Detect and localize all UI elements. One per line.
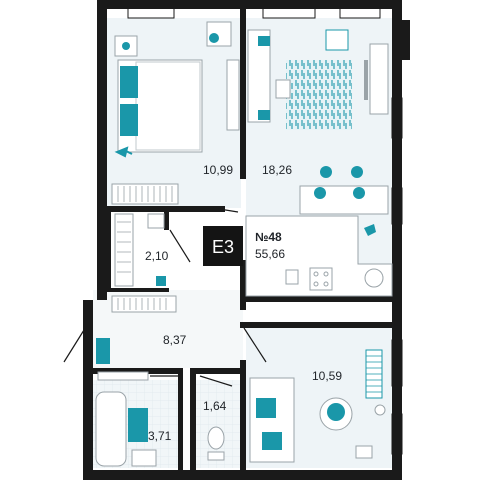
wall bbox=[190, 368, 240, 374]
window bbox=[339, 7, 381, 19]
washing-machine-icon bbox=[147, 213, 165, 229]
stove-icon bbox=[309, 267, 333, 291]
shelf bbox=[114, 213, 134, 287]
toilet-icon bbox=[207, 426, 225, 450]
bench bbox=[97, 371, 149, 381]
bathtub-icon bbox=[95, 391, 127, 467]
toy-icon bbox=[355, 445, 373, 459]
living-furniture bbox=[245, 29, 393, 297]
bedroom2-furniture bbox=[249, 349, 386, 463]
apartment-badge: E3 №48 55,66 bbox=[203, 226, 285, 266]
room-area-bathroom: 3,71 bbox=[148, 429, 172, 443]
wall bbox=[178, 374, 183, 470]
tv-stand bbox=[369, 43, 389, 115]
dining-bench bbox=[299, 185, 389, 215]
sofa bbox=[247, 29, 271, 123]
cushion bbox=[258, 36, 270, 46]
pillow bbox=[120, 104, 138, 136]
kettle-icon bbox=[285, 269, 299, 285]
wardrobe-furniture bbox=[114, 213, 166, 287]
armchair bbox=[325, 29, 349, 51]
walls bbox=[83, 0, 410, 480]
bath-mat bbox=[128, 408, 148, 442]
wall bbox=[97, 0, 107, 300]
door-bedroom2 bbox=[243, 327, 267, 363]
blanket bbox=[262, 432, 282, 450]
doors bbox=[63, 207, 267, 387]
coffee-table bbox=[275, 79, 291, 99]
apartment-number: №48 bbox=[255, 230, 282, 244]
wall bbox=[240, 9, 246, 179]
wall bbox=[240, 260, 246, 310]
room-labels: 10,99 18,26 2,10 8,37 10,59 1,64 3,71 bbox=[145, 163, 342, 443]
wall bbox=[392, 0, 402, 480]
wardrobe-cabinet bbox=[226, 59, 240, 131]
wall bbox=[240, 360, 246, 470]
chair-icon bbox=[353, 187, 365, 199]
type-badge bbox=[203, 226, 243, 266]
pillow bbox=[120, 66, 138, 98]
room-area-bedroom: 10,99 bbox=[203, 163, 233, 177]
basket-icon bbox=[156, 276, 166, 286]
door-bedroom bbox=[212, 207, 239, 213]
wall bbox=[402, 20, 410, 60]
door-wardrobe bbox=[169, 229, 191, 263]
room-area-wardrobe: 2,10 bbox=[145, 249, 169, 263]
lamp-icon bbox=[209, 33, 219, 43]
wall bbox=[83, 300, 93, 480]
wall bbox=[240, 322, 392, 328]
closet bbox=[111, 183, 179, 205]
door-toilet bbox=[199, 375, 233, 387]
chair-icon bbox=[314, 187, 326, 199]
blanket bbox=[135, 61, 201, 151]
wall bbox=[164, 212, 169, 230]
chair-icon bbox=[327, 403, 345, 421]
rug bbox=[286, 60, 352, 130]
kitchen-counter bbox=[245, 215, 393, 297]
type-code: E3 bbox=[212, 237, 234, 257]
doormat bbox=[96, 338, 110, 364]
room-area-living: 18,26 bbox=[262, 163, 292, 177]
wall bbox=[190, 374, 196, 470]
door-entrance bbox=[63, 329, 85, 363]
room-area-hall: 8,37 bbox=[163, 333, 187, 347]
washbasin-icon bbox=[131, 449, 157, 467]
total-area: 55,66 bbox=[255, 247, 285, 261]
nightstand bbox=[206, 21, 232, 47]
wall bbox=[107, 212, 111, 290]
window bbox=[262, 7, 316, 19]
toilet-fixtures bbox=[207, 426, 225, 461]
bedroom-furniture bbox=[111, 21, 240, 205]
lamp-icon bbox=[374, 404, 386, 416]
chair-icon bbox=[351, 166, 363, 178]
plant-icon bbox=[364, 224, 376, 236]
bathroom-fixtures bbox=[95, 391, 157, 467]
sink-icon bbox=[364, 268, 384, 288]
room-area-bedroom2: 10,59 bbox=[312, 369, 342, 383]
window bbox=[127, 7, 175, 19]
plant-icon bbox=[114, 146, 133, 158]
blanket bbox=[256, 398, 276, 418]
hall-furniture bbox=[96, 295, 177, 381]
cushion bbox=[258, 110, 270, 120]
tv bbox=[364, 60, 368, 100]
wall bbox=[107, 206, 225, 212]
room-area-toilet: 1,64 bbox=[203, 399, 227, 413]
wall bbox=[246, 296, 392, 302]
wall bbox=[93, 368, 183, 374]
wall bbox=[107, 288, 169, 292]
chair-icon bbox=[320, 166, 332, 178]
wall bbox=[97, 0, 402, 9]
lamp-icon bbox=[122, 42, 130, 50]
wall bbox=[83, 470, 402, 480]
